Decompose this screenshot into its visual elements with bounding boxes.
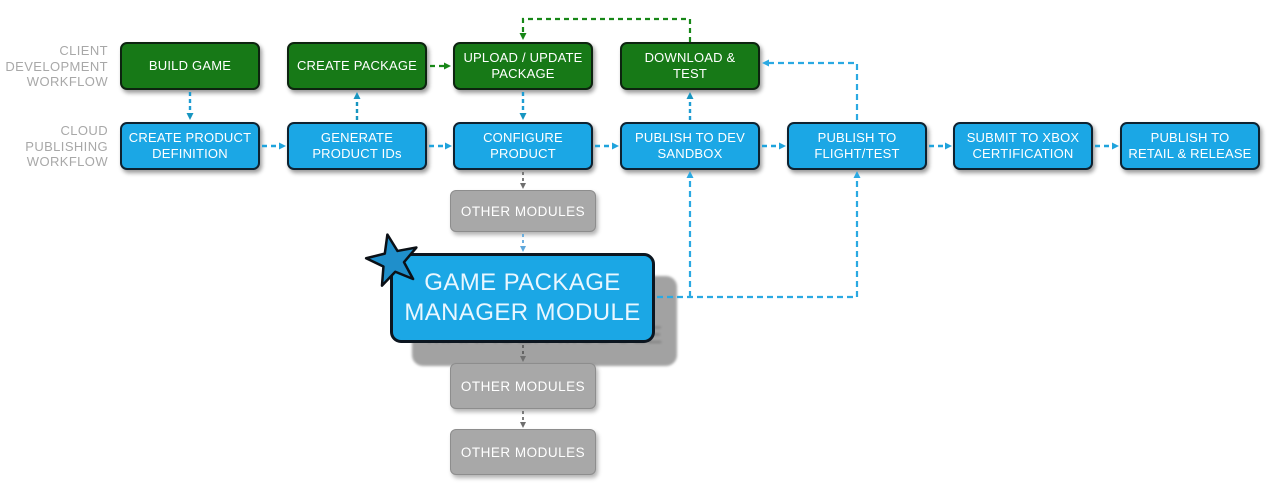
node-generate-product-ids: GENERATE PRODUCT IDs [287,122,427,170]
node-label: PRODUCT IDs [312,146,402,161]
module-label: OTHER MODULES [460,444,586,460]
node-label: RETAIL & RELEASE [1128,146,1252,161]
node-label: DOWNLOAD & [644,50,736,65]
node-upload-update-package: UPLOAD / UPDATE PACKAGE [453,42,593,90]
node-submit-to-xbox-certification: SUBMIT TO XBOX CERTIFICATION [953,122,1093,170]
node-configure-product: CONFIGURE PRODUCT [453,122,593,170]
node-label: PACKAGE [491,66,555,81]
node-label: PUBLISH TO [817,130,897,145]
cloud-workflow-label: CLOUD PUBLISHING WORKFLOW [0,123,108,170]
client-workflow-label: CLIENT DEVELOPMENT WORKFLOW [0,43,108,90]
node-label: TEST [672,66,708,81]
node-download-test: DOWNLOAD & TEST [620,42,760,90]
module-other-top: OTHER MODULES [450,190,596,232]
module-label: OTHER MODULES [460,203,586,219]
node-label: BUILD GAME [148,58,232,73]
node-label: UPLOAD / UPDATE [463,50,583,65]
node-label: SUBMIT TO XBOX [966,130,1080,145]
node-label: CREATE PACKAGE [296,58,418,73]
node-label: DEFINITION [152,146,228,161]
node-label: FLIGHT/TEST [814,146,900,161]
label-line: WORKFLOW [26,154,108,169]
arrow-download-test-to-upload-loop [519,17,692,42]
label-line: CLIENT [59,43,108,58]
label-line: WORKFLOW [26,74,108,89]
node-publish-to-dev-sandbox: PUBLISH TO DEV SANDBOX [620,122,760,170]
node-publish-to-flight-test: PUBLISH TO FLIGHT/TEST [787,122,927,170]
node-label: PRODUCT [490,146,556,161]
module-other-mid: OTHER MODULES [450,363,596,409]
label-line: PUBLISHING [25,138,108,154]
node-label: PUBLISH TO DEV [635,130,745,145]
arrow-flight-test-to-download-test [762,59,859,120]
node-label: SANDBOX [657,146,723,161]
node-publish-to-retail-release: PUBLISH TO RETAIL & RELEASE [1120,122,1260,170]
node-create-package: CREATE PACKAGE [287,42,427,90]
module-label: OTHER MODULES [460,378,586,394]
node-create-product-definition: CREATE PRODUCT DEFINITION [120,122,260,170]
module-label: GAME PACKAGE [424,269,621,296]
node-build-game: BUILD GAME [120,42,260,90]
node-label: CONFIGURE [483,130,563,145]
node-label: GENERATE [320,130,394,145]
label-line: CLOUD [60,123,108,138]
module-other-bottom: OTHER MODULES [450,429,596,475]
node-label: CERTIFICATION [972,146,1074,161]
label-line: DEVELOPMENT [5,58,108,74]
node-label: CREATE PRODUCT [128,130,252,145]
node-label: PUBLISH TO [1150,130,1230,145]
module-game-package-manager: GAME PACKAGE MANAGER MODULE [390,253,655,343]
module-label: MANAGER MODULE [404,299,641,326]
